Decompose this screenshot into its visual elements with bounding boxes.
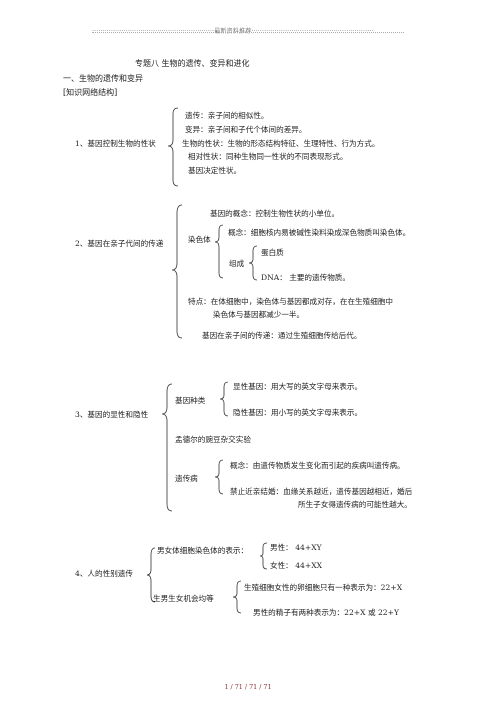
b1-item-gene-decides: 基因决定性状。 (188, 166, 242, 175)
page-header: ········································… (92, 28, 374, 35)
b4-chromo-rep: 男女体细胞染色体的表示： (157, 546, 249, 555)
b2-chromosome-concept: 概念：细胞核内易被碱性染料染成深色物质叫染色体。 (228, 228, 411, 237)
b4-chromo-rep-brace (259, 542, 268, 570)
b3-ban-line2: 所生子女得遗传病的可能性越大。 (298, 500, 412, 509)
b3-gene-type-brace (219, 381, 229, 417)
b4-female: 女性： 44+XX (270, 561, 323, 570)
b4-sperm: 男性的精子有两种表示为：22+X 或 22+Y (253, 608, 400, 617)
b4-chance: 生男生女机会均等 (153, 594, 214, 603)
b4-egg: 生殖细胞女性的卵细胞只有一种表示为：22+X (244, 583, 403, 592)
b2-protein: 蛋白质 (261, 248, 284, 257)
b3-recessive: 隐性基因：用小写的英文字母来表示。 (233, 408, 363, 417)
b4-label: 4、人的性别遗传 (75, 569, 133, 578)
b3-gene-type-label: 基因种类 (175, 396, 206, 405)
b1-label: 1、基因控制生物的性状 (75, 139, 156, 148)
page-footer: 1 / 71 / 71 / 71 (224, 683, 272, 691)
b2-composition-label: 组成 (229, 259, 245, 268)
b4-male: 男性： 44+XY (270, 543, 322, 552)
b2-gene-concept: 基因的概念：控制生物性状的小单位。 (210, 209, 340, 218)
b2-transfer: 基因在亲子间的传递：通过生殖细胞传给后代。 (202, 331, 362, 340)
b1-item-relative-trait: 相对性状：同种生物同一性状的不同表现形式。 (188, 152, 348, 161)
b3-dominant: 显性基因：用大写的英文字母来表示。 (233, 382, 363, 391)
b1-brace (167, 107, 179, 187)
b2-brace (171, 204, 183, 339)
b2-chromosome-brace (214, 224, 224, 279)
b1-item-trait: 生物的性状：生物的形态结构特征、生理特性、行为方式。 (182, 139, 380, 148)
b4-chance-brace (232, 580, 242, 614)
b3-ban-line1: 禁止近亲结婚：血缘关系越近，遗传基因越相近，婚后 (230, 487, 413, 496)
b3-mendel: 孟德尔的豌豆杂交实验 (175, 435, 251, 444)
b3-disease-label: 遗传病 (175, 474, 198, 483)
b4-brace (146, 547, 156, 603)
b2-chromosome-label: 染色体 (188, 235, 211, 244)
b2-label: 2、基因在亲子代间的传递 (75, 239, 164, 248)
b2-composition-brace (248, 245, 258, 281)
b3-brace (161, 383, 173, 512)
b2-dna: DNA： 主要的遗传物质。 (261, 273, 350, 282)
b2-feature-line2: 染色体与基因都减少一半。 (213, 310, 305, 319)
b3-disease-concept: 概念：由遗传物质发生变化而引起的疾病叫遗传病。 (230, 461, 405, 470)
b3-label: 3、基因的显性和隐性 (75, 410, 149, 419)
b3-disease-brace (214, 459, 224, 495)
b1-item-variation: 变异：亲子间和子代个体间的差异。 (185, 125, 307, 134)
b2-feature-line1: 特点：在体细胞中，染色体与基因都成对存，在在生殖细胞中 (188, 297, 394, 306)
subsection-heading: [知识网络结构] (63, 88, 118, 97)
header-divider (92, 32, 404, 33)
section-heading: 一、生物的遗传和变异 (63, 74, 143, 83)
b1-item-heredity: 遗传：亲子间的相似性。 (185, 111, 269, 120)
page-title: 专题八 生物的遗传、变异和进化 (135, 59, 250, 68)
